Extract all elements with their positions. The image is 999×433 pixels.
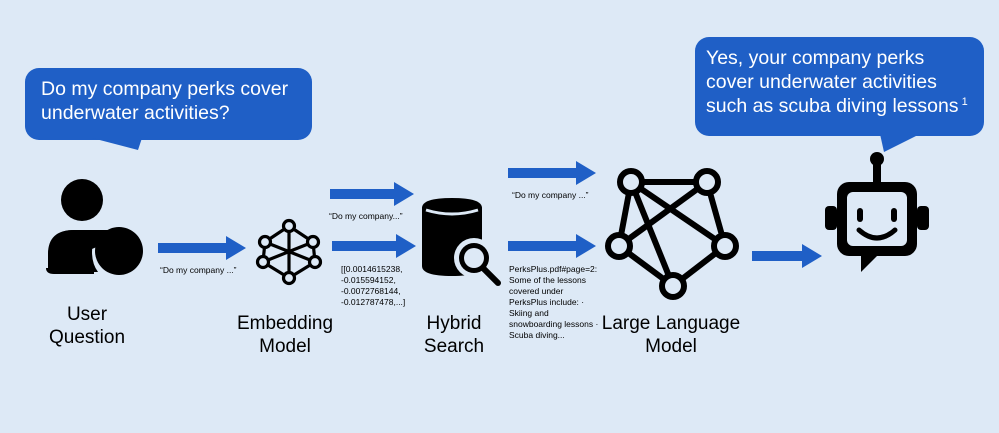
question-bubble: Do my company perks cover underwater act… <box>25 68 312 140</box>
database-search-icon <box>422 198 501 286</box>
llm-network-icon <box>605 168 739 300</box>
person-icon <box>46 179 143 275</box>
embedding-network-icon <box>255 218 323 286</box>
annotation-embedding-to-search-text: “Do my company...” <box>329 211 403 221</box>
arrow-user-embedding <box>158 236 246 260</box>
answer-text: Yes, your company perks cover underwater… <box>706 47 959 117</box>
arrow-search-llm-docs <box>508 234 596 258</box>
embedding-model-label: Embedding Model <box>236 313 334 357</box>
annotation-search-to-llm-docs: PerksPlus.pdf#page=2: Some of the lesson… <box>509 264 599 340</box>
annotation-search-to-llm-text: “Do my company ...” <box>512 190 589 200</box>
large-language-model-label: Large Language Model <box>601 313 741 357</box>
answer-bubble-tail <box>880 134 920 152</box>
hybrid-search-label: Hybrid Search <box>423 313 485 357</box>
question-text: Do my company perks cover underwater act… <box>41 78 289 124</box>
annotation-user-to-embedding: “Do my company ...” <box>160 265 237 275</box>
arrow-search-llm-text <box>508 161 596 185</box>
answer-bubble: Yes, your company perks cover underwater… <box>695 37 984 136</box>
arrow-embedding-search-text <box>330 182 414 206</box>
annotation-embedding-to-search-vector: [[0.0014615238, -0.015594152, -0.0072768… <box>341 264 406 307</box>
robot-icon <box>825 152 929 272</box>
answer-citation: 1 <box>961 95 968 108</box>
question-bubble-tail <box>92 138 142 150</box>
arrow-embedding-search-vector <box>332 234 416 258</box>
arrow-llm-bot <box>752 244 822 268</box>
user-question-label: User Question <box>48 304 126 348</box>
